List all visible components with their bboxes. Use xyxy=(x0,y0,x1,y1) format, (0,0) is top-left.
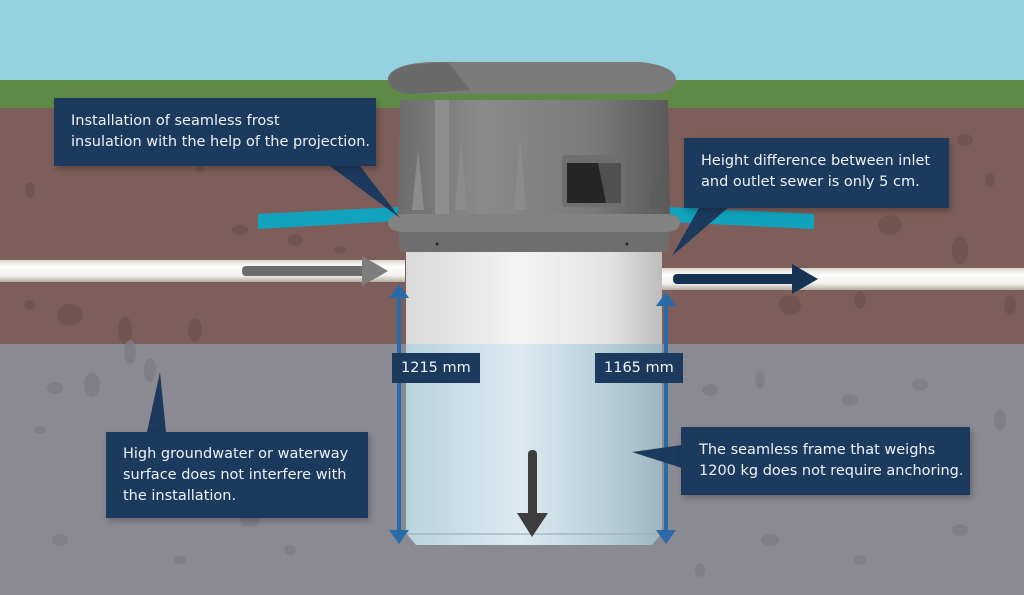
callout-text: High groundwater or waterway surface doe… xyxy=(123,446,349,504)
callout-pointer xyxy=(672,206,730,256)
callout-text: Installation of seamless frost insulatio… xyxy=(71,113,371,150)
callout-height-difference: Height difference between inlet and outl… xyxy=(684,138,949,208)
callout-frost-insulation: Installation of seamless frost insulatio… xyxy=(54,98,376,166)
dimension-label-outlet: 1165 mm xyxy=(595,353,683,383)
arrow-down-icon xyxy=(517,450,548,537)
callout-pointer xyxy=(330,166,400,218)
outlet-pipe xyxy=(662,268,1024,290)
frost-insulation-left xyxy=(258,207,398,229)
callout-text: Height difference between inlet and outl… xyxy=(701,153,931,190)
dimension-label-inlet: 1215 mm xyxy=(392,353,480,383)
double-arrow-vertical-icon xyxy=(656,292,676,544)
well-body-submerged xyxy=(406,344,662,545)
arrow-right-icon xyxy=(673,264,818,294)
double-arrow-vertical-icon xyxy=(389,284,409,544)
callout-frame-weight: The seamless frame that weighs 1200 kg d… xyxy=(681,427,970,495)
callout-text: The seamless frame that weighs 1200 kg d… xyxy=(699,442,964,479)
callout-pointer xyxy=(632,445,682,468)
callout-groundwater: High groundwater or waterway surface doe… xyxy=(106,432,368,518)
well-cover xyxy=(388,62,680,252)
inlet-pipe xyxy=(0,260,405,282)
soil-specks xyxy=(24,134,1016,344)
arrow-right-icon xyxy=(242,256,388,286)
callout-pointer xyxy=(147,372,166,432)
well-body-upper xyxy=(406,252,662,344)
